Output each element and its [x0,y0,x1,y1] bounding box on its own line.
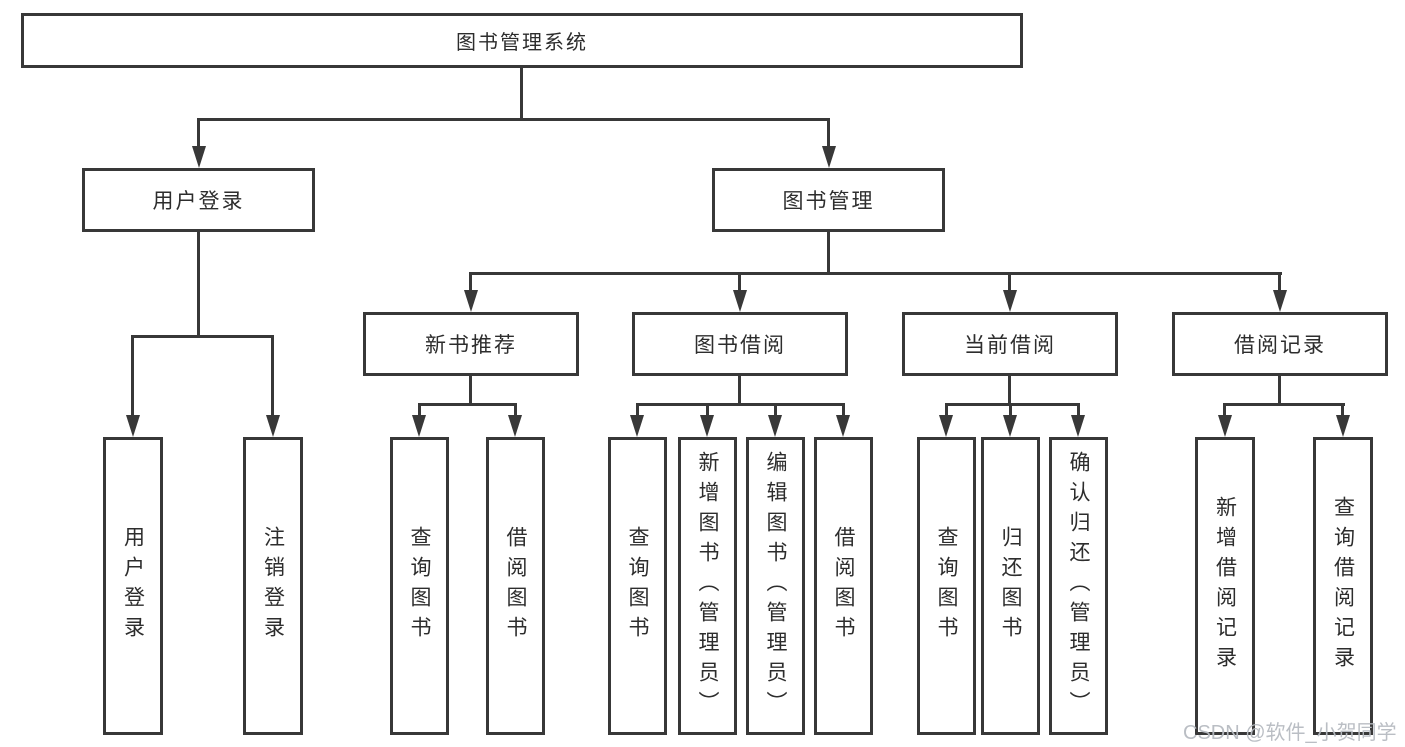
node-book-borrowing: 图书借阅 [632,312,848,376]
connector-line [945,403,1080,406]
node-label: 当前借阅 [964,334,1056,357]
node-add-books-admin: 新增图书（管理员） [678,437,737,735]
node-edit-books-admin: 编辑图书（管理员） [746,437,805,735]
arrowhead-down-icon [836,415,850,437]
connector-line [469,275,472,292]
node-label: 查询借阅记录 [1331,496,1355,676]
node-label: 确认归还（管理员） [1067,451,1091,721]
node-label: 查询图书 [935,526,959,646]
node-query-books-recommend: 查询图书 [390,437,449,735]
node-label: 用户登录 [152,190,245,213]
connector-line [197,232,200,338]
node-label: 新增借阅记录 [1213,496,1237,676]
node-label: 借阅图书 [832,526,856,646]
node-borrow-books: 借阅图书 [814,437,873,735]
connector-line [520,68,523,121]
connector-line [774,406,777,417]
node-label: 查询图书 [626,526,650,646]
connector-line [1008,376,1011,406]
connector-line [1278,376,1281,406]
arrowhead-down-icon [266,415,280,437]
arrowhead-down-icon [700,415,714,437]
arrowhead-down-icon [508,415,522,437]
arrowhead-down-icon [1003,290,1017,312]
node-label: 新增图书（管理员） [696,451,720,721]
node-current-borrowing: 当前借阅 [902,312,1118,376]
connector-line [418,406,421,417]
arrowhead-down-icon [412,415,426,437]
node-query-books-borrowing: 查询图书 [608,437,667,735]
connector-line [1278,275,1281,292]
node-user-login: 用户登录 [103,437,163,735]
node-label: 图书借阅 [694,334,786,357]
arrowhead-down-icon [768,415,782,437]
connector-line [738,376,741,406]
connector-line [1077,406,1080,417]
node-label: 用户登录 [121,526,145,646]
node-label: 借阅记录 [1234,334,1326,357]
arrowhead-down-icon [1071,415,1085,437]
connector-line [469,272,1282,275]
arrowhead-down-icon [1218,415,1232,437]
node-query-borrow-record: 查询借阅记录 [1313,437,1373,735]
node-label: 借阅图书 [504,526,528,646]
connector-line [197,121,200,147]
arrowhead-down-icon [822,146,836,168]
node-logout: 注销登录 [243,437,303,735]
connector-line [636,403,845,406]
node-label: 查询图书 [408,526,432,646]
node-borrowing-records: 借阅记录 [1172,312,1388,376]
arrowhead-down-icon [1273,290,1287,312]
arrowhead-down-icon [630,415,644,437]
connector-line [842,406,845,417]
node-label: 图书管理系统 [456,32,588,54]
arrowhead-down-icon [939,415,953,437]
node-label: 编辑图书（管理员） [764,451,788,721]
node-borrow-books-recommend: 借阅图书 [486,437,545,735]
connector-line [418,403,517,406]
node-label: 注销登录 [261,526,285,646]
node-label: 图书管理 [782,190,875,213]
arrowhead-down-icon [1336,415,1350,437]
connector-line [514,406,517,417]
arrowhead-down-icon [733,290,747,312]
node-add-borrow-record: 新增借阅记录 [1195,437,1255,735]
connector-line [706,406,709,417]
node-query-books-current: 查询图书 [917,437,976,735]
node-user-login-group: 用户登录 [82,168,315,232]
connector-line [827,232,830,275]
connector-line [1223,403,1345,406]
node-label: 归还图书 [999,526,1023,646]
node-confirm-return-admin: 确认归还（管理员） [1049,437,1108,735]
node-new-book-recommendation: 新书推荐 [363,312,579,376]
connector-line [271,338,274,417]
connector-line [1009,406,1012,417]
csdn-watermark: CSDN @软件_小贺同学 [1183,722,1397,744]
connector-line [738,275,741,292]
connector-line [1008,275,1011,292]
connector-line [1223,406,1226,417]
node-return-books: 归还图书 [981,437,1040,735]
connector-line [827,121,830,147]
node-book-management: 图书管理 [712,168,945,232]
connector-line [131,335,274,338]
arrowhead-down-icon [464,290,478,312]
node-library-management-system: 图书管理系统 [21,13,1023,68]
connector-line [945,406,948,417]
connector-line [131,338,134,417]
arrowhead-down-icon [192,146,206,168]
connector-line [636,406,639,417]
arrowhead-down-icon [126,415,140,437]
connector-line [469,376,472,406]
connector-line [1341,406,1344,417]
arrowhead-down-icon [1003,415,1017,437]
node-label: 新书推荐 [425,334,517,357]
connector-line [197,118,830,121]
